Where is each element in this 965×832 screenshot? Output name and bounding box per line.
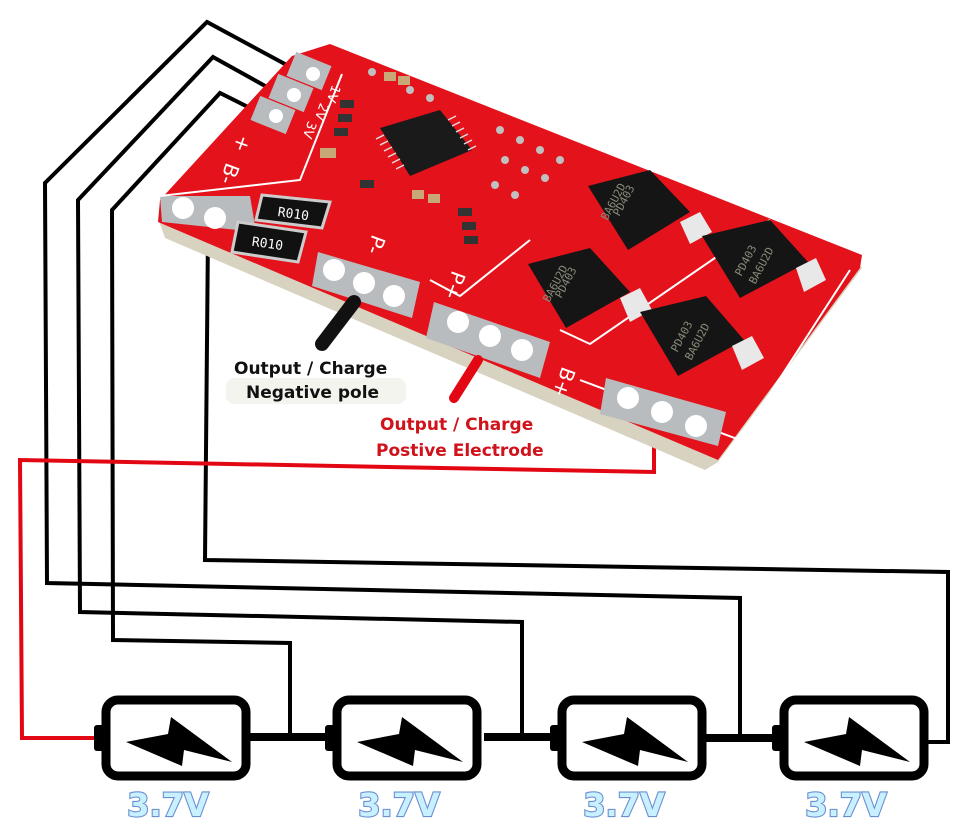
- positive-label-line2: Postive Electrode: [376, 441, 544, 461]
- lightning-bolt-icon: [582, 717, 688, 766]
- wire-balance-3: [42, 19, 742, 740]
- controller-ic: [375, 110, 477, 176]
- wire-b-minus: [202, 231, 950, 744]
- negative-label-line1: Output / Charge: [234, 359, 387, 379]
- battery-voltage-label: 3.7V: [358, 786, 440, 824]
- silk-balance-1: 1V: [323, 83, 343, 104]
- wire-balance-1: [109, 90, 292, 735]
- positive-pointer: [449, 355, 483, 403]
- mosfet-4: PD403 BA6U2D: [640, 296, 764, 376]
- balance-wires: [42, 19, 950, 744]
- positive-annotation: Output / Charge Postive Electrode: [376, 415, 544, 461]
- battery-cell: 3.7V: [325, 695, 482, 825]
- positive-label-line1: Output / Charge: [380, 415, 533, 435]
- battery-voltage-label: 3.7V: [127, 786, 209, 824]
- lightning-bolt-icon: [357, 717, 463, 766]
- lightning-bolt-icon: [126, 717, 232, 766]
- negative-pointer: [315, 295, 361, 351]
- wire-b-plus: [17, 432, 656, 740]
- silk-balance-3: 3V: [299, 119, 319, 140]
- silk-balance-plus: +: [228, 132, 256, 156]
- svg-text:R010: R010: [277, 205, 310, 224]
- sense-resistor-1: R010: [254, 193, 332, 230]
- mosfet-3: PD403 BA6U2D: [528, 248, 652, 328]
- svg-text:R010: R010: [251, 235, 284, 254]
- battery-cell: 3.7V: [94, 695, 251, 825]
- battery-voltage-label: 3.7V: [805, 786, 887, 824]
- lightning-bolt-icon: [804, 717, 910, 766]
- sense-resistor-2: R010: [230, 220, 308, 264]
- series-links: [248, 733, 780, 742]
- battery-cell: 3.7V: [772, 695, 929, 825]
- smd-components: [320, 68, 564, 244]
- negative-annotation: Output / Charge Negative pole: [226, 359, 406, 404]
- balance-header: [250, 51, 332, 135]
- battery-cell: 3.7V: [550, 695, 707, 825]
- wire-balance-2: [75, 54, 524, 738]
- battery-voltage-label: 3.7V: [583, 786, 665, 824]
- mosfet-2: PD403 BA6U2D: [702, 220, 826, 298]
- negative-label-line2: Negative pole: [246, 383, 379, 403]
- bms-board: B- + P- P+ B+ 1V 2V 3V: [158, 44, 862, 470]
